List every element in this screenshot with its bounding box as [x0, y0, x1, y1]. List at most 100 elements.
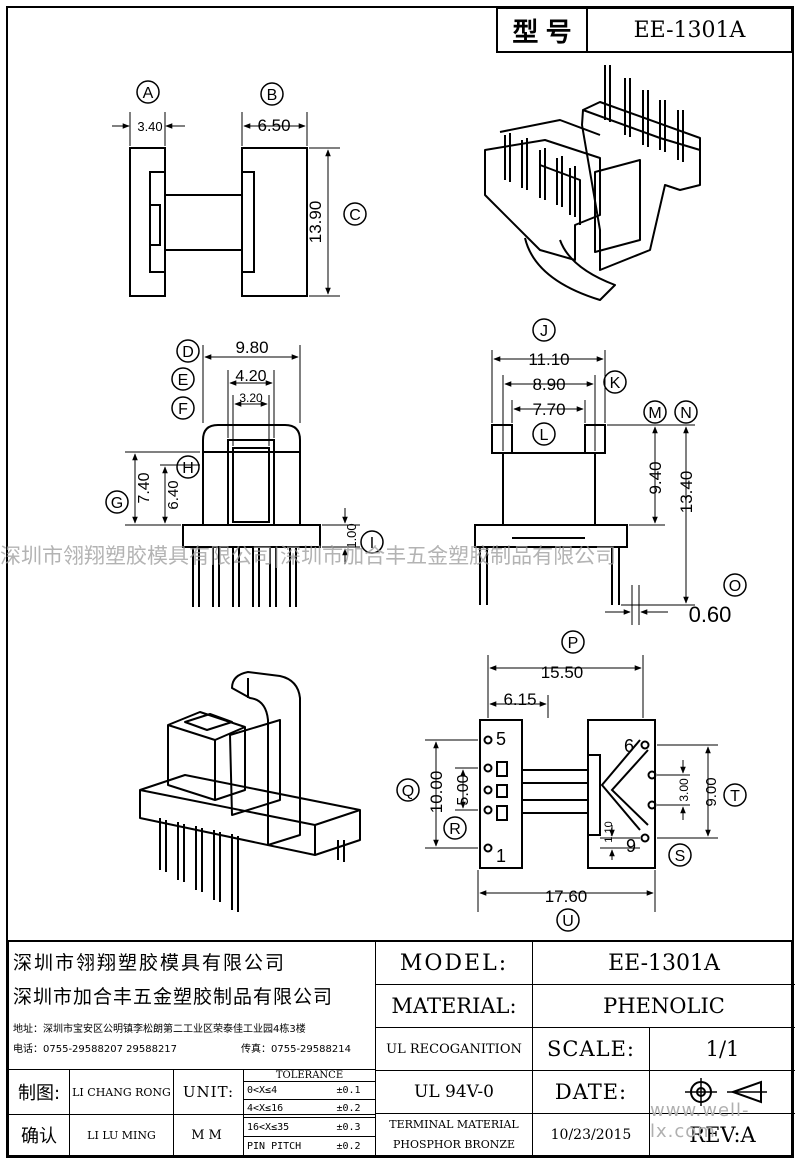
dim-a-letter: A — [143, 85, 154, 102]
dim-l-letter: L — [540, 427, 549, 444]
dim-f-letter: F — [178, 401, 188, 418]
tolerance-range-2: 4<X≤16 — [247, 1103, 284, 1114]
dim-g: G 7.40 — [105, 472, 153, 514]
dim-t2-value: 3.00 — [677, 778, 691, 802]
dim-d-letter: D — [182, 344, 194, 361]
dim-u-letter: U — [562, 913, 574, 930]
pin-label-9: 9 — [626, 836, 636, 856]
dim-c-value: 13.90 — [306, 201, 325, 244]
tolerance-range-3: 16<X≤35 — [247, 1121, 290, 1133]
tolerance-value-2: ±0.2 — [336, 1103, 361, 1114]
dim-q-letter: Q — [402, 783, 414, 800]
side-view — [112, 112, 340, 297]
header-model-value: EE-1301A — [633, 17, 746, 43]
tolerance-range-4: PIN PITCH — [247, 1140, 302, 1152]
model-label: MODEL: — [399, 950, 509, 976]
dim-p: P 15.50 6.15 — [503, 630, 585, 709]
dim-j-value: 11.10 — [528, 350, 569, 369]
dim-a: A 3.40 — [136, 80, 163, 134]
front-view — [125, 345, 360, 607]
date-value: 10/23/2015 — [550, 1126, 632, 1143]
dim-k: K 8.90 — [532, 370, 627, 394]
ul-value: UL 94V-0 — [414, 1082, 494, 1102]
dim-c: C 13.90 — [306, 201, 367, 244]
dim-a-value: 3.40 — [137, 119, 162, 134]
dim-b: B 6.50 — [257, 82, 291, 135]
model-value: EE-1301A — [608, 950, 720, 976]
dim-f-value: 3.20 — [239, 391, 263, 405]
scale-value: 1/1 — [705, 1037, 740, 1061]
dim-o: O 0.60 — [689, 573, 747, 627]
dim-h: H 6.40 — [165, 455, 200, 510]
dim-m: M 9.40 — [643, 400, 667, 495]
revision: REV:A — [689, 1122, 756, 1147]
isometric-view-2 — [139, 671, 361, 912]
dim-s-value: 1.10 — [603, 821, 615, 842]
company-fax: 传真：0755-29588214 — [241, 1043, 351, 1055]
dim-e-letter: E — [178, 372, 189, 389]
dim-o-value: 0.60 — [689, 602, 732, 627]
dim-s-letter: S — [675, 848, 686, 865]
drawn-label: 制图: — [17, 1083, 61, 1104]
tolerance-value-1: ±0.1 — [336, 1085, 361, 1096]
pin-label-6: 6 — [624, 736, 634, 756]
dim-q-value: 10.00 — [427, 771, 446, 814]
dim-p-value: 15.50 — [541, 663, 584, 682]
dim-h-value: 6.40 — [165, 480, 182, 509]
ul-label: UL RECOGANITION — [386, 1041, 522, 1057]
dim-p2-value: 6.15 — [503, 690, 536, 709]
dim-o-letter: O — [729, 578, 741, 595]
dim-u-value: 17.60 — [545, 887, 588, 906]
isometric-view-1 — [484, 65, 701, 301]
scale-label: SCALE: — [547, 1037, 635, 1061]
pin-labels: 5 1 6 9 — [496, 729, 636, 866]
company-name-1: 深圳市翎翔塑胶模具有限公司 — [13, 951, 287, 974]
material-value: PHENOLIC — [603, 994, 725, 1018]
company-name-2: 深圳市加合丰五金塑胶制品有限公司 — [13, 985, 334, 1008]
drawn-name: LI CHANG RONG — [72, 1085, 171, 1099]
watermark: 深圳市翎翔塑胶模具有限公司|深圳市加合丰五金塑胶制品有限公司 — [0, 544, 617, 568]
sheet-border — [6, 6, 794, 1158]
check-name: LI LU MING — [87, 1128, 156, 1142]
pin-label-1: 1 — [496, 846, 506, 866]
dim-g-letter: G — [111, 495, 123, 512]
dim-r: R 5.00 — [443, 774, 472, 840]
dim-i-letter: I — [370, 535, 374, 552]
dim-h-letter: H — [182, 460, 194, 477]
dim-k-value: 8.90 — [532, 375, 565, 394]
dim-b-letter: B — [267, 87, 278, 104]
dim-u: U 17.60 — [545, 887, 588, 932]
dim-e: E 4.20 — [171, 367, 267, 391]
company-address: 地址：深圳市宝安区公明镇李松朗第二工业区荣泰佳工业园4栋3楼 — [13, 1023, 306, 1035]
dim-l-value: 7.70 — [532, 400, 565, 419]
unit-label: UNIT: — [182, 1083, 235, 1101]
check-label: 确认 — [21, 1126, 57, 1147]
title-block: 深圳市翎翔塑胶模具有限公司 深圳市加合丰五金塑胶制品有限公司 地址：深圳市宝安区… — [7, 940, 795, 1157]
side-view-2 — [474, 350, 695, 625]
terminal-material-line1: TERMINAL MATERIAL — [389, 1117, 519, 1131]
projection-symbol-icon — [685, 1078, 767, 1106]
website-watermark: www.well-lx.com — [650, 1100, 750, 1142]
dim-n-letter: N — [680, 405, 692, 422]
dim-c-letter: C — [349, 207, 361, 224]
date-label: DATE: — [554, 1080, 628, 1104]
tolerance-title: TOLERANCE — [275, 1069, 344, 1081]
pin-label-5: 5 — [496, 729, 506, 749]
unit-value: MM — [191, 1127, 226, 1143]
dim-g-value: 7.40 — [136, 472, 153, 503]
terminal-material-line2: PHOSPHOR BRONZE — [392, 1137, 516, 1151]
dim-m-letter: M — [648, 405, 661, 422]
tolerance-value-3: ±0.3 — [336, 1121, 361, 1133]
dim-f: F 3.20 — [171, 391, 263, 420]
dim-d-value: 9.80 — [235, 338, 268, 357]
dim-m-value: 9.40 — [646, 461, 665, 494]
dim-s: S 1.10 — [603, 821, 692, 867]
dim-j: J 11.10 — [528, 318, 570, 369]
company-phone: 电话：0755-29588207 29588217 — [13, 1043, 178, 1055]
material-label: MATERIAL: — [391, 994, 517, 1018]
dim-e-value: 4.20 — [235, 368, 266, 385]
header-model-label: 型 号 — [498, 9, 588, 51]
dim-d: D 9.80 — [176, 338, 269, 363]
dim-l: L 7.70 — [532, 400, 566, 446]
dim-t-value: 9.00 — [703, 777, 720, 806]
